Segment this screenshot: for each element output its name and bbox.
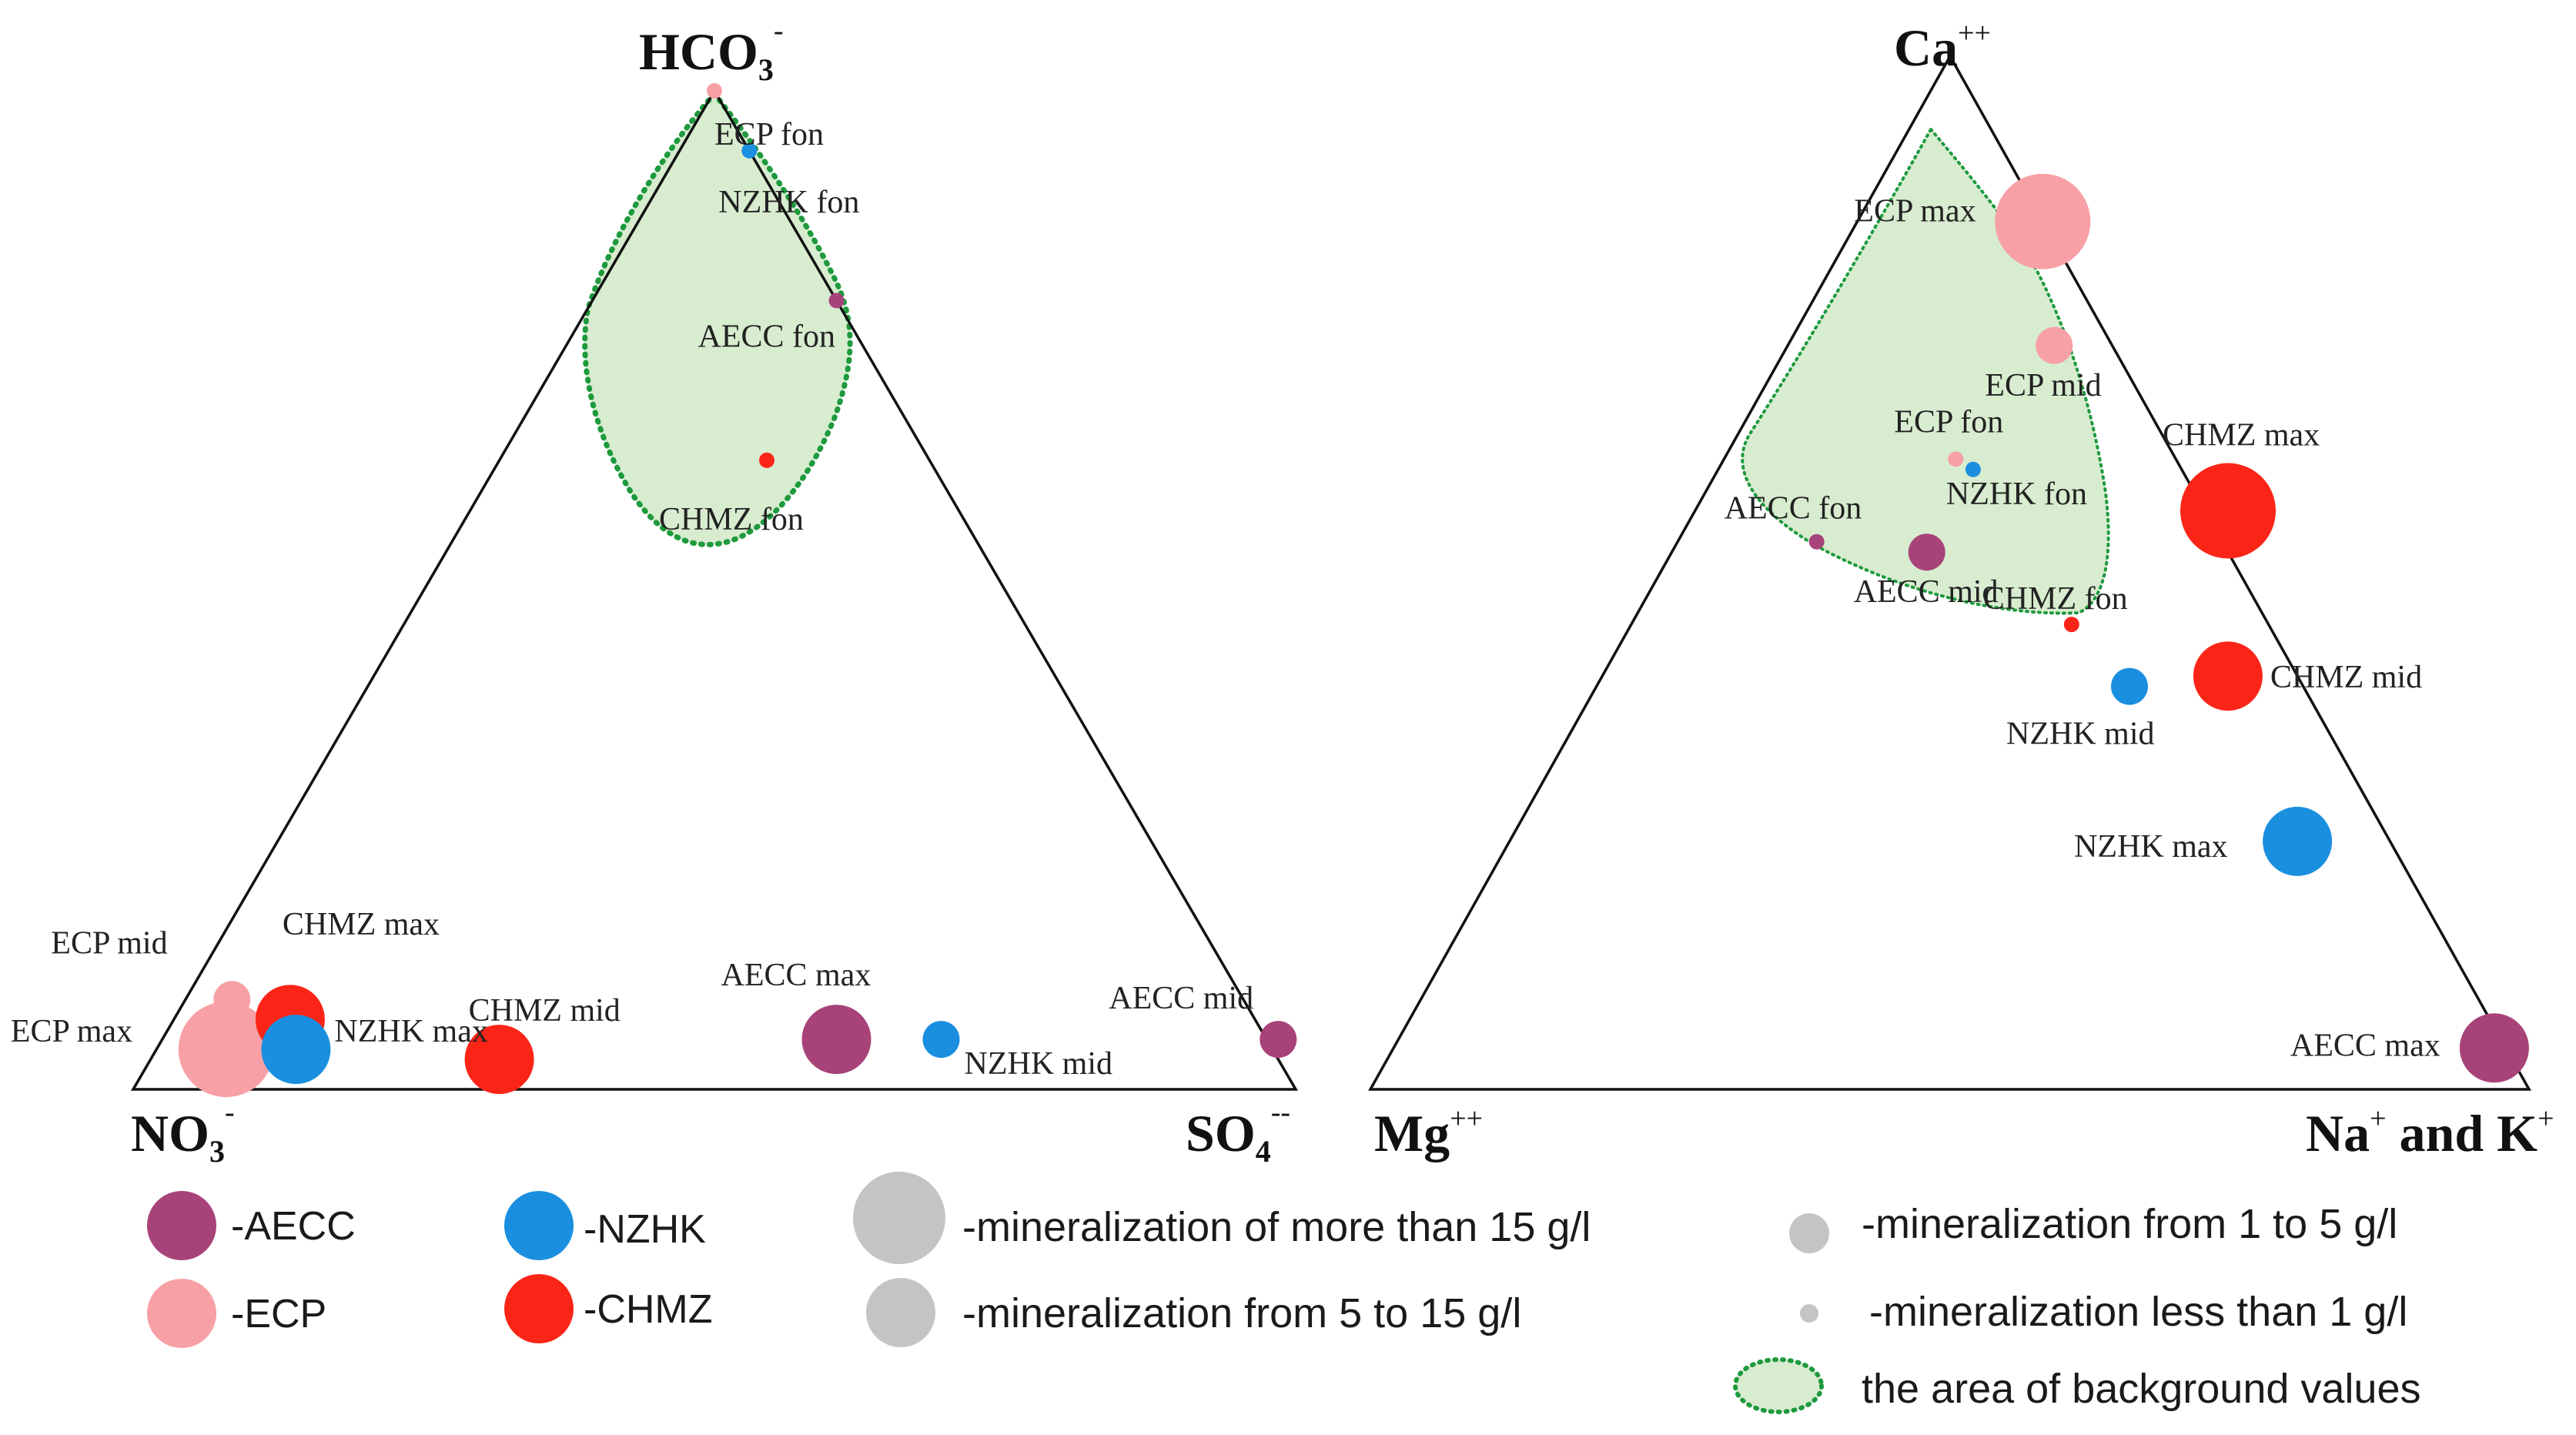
point-label-ecp-max: ECP max	[11, 1014, 132, 1049]
legend-item-aecc: -AECC	[147, 1191, 356, 1260]
point-nzhk-fon	[741, 142, 758, 159]
point-nzhk-mid	[2111, 667, 2148, 705]
point-label-ecp-max: ECP max	[1854, 194, 1975, 229]
cation-apex-left: Mg++	[1374, 1102, 1483, 1162]
anion-apex-left: NO3-	[131, 1096, 235, 1169]
point-nzhk-max	[261, 1015, 331, 1085]
anion-triangle-frame	[130, 88, 1299, 1091]
point-nzhk-max	[2263, 806, 2333, 876]
anion-background-area	[582, 89, 853, 547]
legend-size-gt15	[853, 1172, 945, 1264]
point-ecp-fon	[707, 83, 722, 99]
point-aecc-fon	[1808, 534, 1825, 550]
legend-label-mineralization-5to15: -mineralization from 5 to 15 g/l	[962, 1290, 1521, 1336]
point-label-aecc-max: AECC max	[2290, 1028, 2441, 1063]
legend-swatch-background-area	[1733, 1357, 1824, 1414]
legend-label-aecc: -AECC	[231, 1204, 356, 1249]
point-label-nzhk-fon: NZHK fon	[718, 185, 859, 220]
point-aecc-mid	[1260, 1021, 1297, 1059]
legend-item-nzhk: -NZHK	[504, 1191, 706, 1260]
cation-points	[1808, 173, 2529, 1083]
anion-points	[178, 83, 1297, 1098]
point-ecp-max	[178, 1002, 274, 1098]
point-chmz-mid	[2193, 641, 2263, 711]
point-label-chmz-max: CHMZ max	[283, 907, 440, 942]
legend-item-ecp: -ECP	[147, 1279, 326, 1348]
point-label-aecc-max: AECC max	[721, 958, 871, 993]
legend-size-5to15	[866, 1278, 935, 1347]
legend-label-mineralization-1to5: -mineralization from 1 to 5 g/l	[1862, 1201, 2397, 1247]
point-chmz-mid	[464, 1025, 534, 1095]
legend-item-mineralization-lt1: -mineralization less than 1 g/l	[1800, 1289, 2407, 1335]
point-label-nzhk-fon: NZHK fon	[1946, 477, 2087, 512]
point-aecc-mid	[1908, 534, 1945, 571]
cation-triangle-frame	[1368, 53, 2531, 1091]
point-label-chmz-fon: CHMZ fon	[1983, 581, 2128, 617]
cation-apex-right: Na+ and K+	[2306, 1102, 2554, 1162]
legend-item-mineralization-gt15: -mineralization of more than 15 g/l	[853, 1172, 1591, 1264]
point-ecp-mid	[213, 981, 251, 1019]
point-label-aecc-mid: AECC mid	[1854, 574, 1999, 610]
legend-label-chmz: -CHMZ	[584, 1287, 713, 1332]
legend-swatch-aecc	[147, 1191, 216, 1260]
anion-apex-right: SO4--	[1186, 1096, 1290, 1169]
legend-item-chmz: -CHMZ	[504, 1274, 713, 1343]
legend-item-background-area: the area of background values	[1733, 1357, 2421, 1414]
legend: -AECC -ECP -NZHK -CHMZ -mineralization o…	[147, 1172, 2421, 1414]
legend-size-1to5	[1789, 1213, 1829, 1253]
legend-label-ecp: -ECP	[231, 1292, 326, 1336]
legend-swatch-nzhk	[504, 1191, 574, 1260]
anion-apex-top: HCO3-	[639, 15, 784, 87]
point-label-ecp-fon: ECP fon	[1894, 404, 2003, 440]
legend-label-background-area: the area of background values	[1862, 1366, 2421, 1412]
legend-item-mineralization-1to5: -mineralization from 1 to 5 g/l	[1789, 1201, 2397, 1253]
point-chmz-fon	[2063, 617, 2079, 633]
point-label-ecp-mid: ECP mid	[1985, 368, 2101, 403]
point-nzhk-fon	[1965, 461, 1981, 477]
legend-label-mineralization-gt15: -mineralization of more than 15 g/l	[962, 1204, 1591, 1250]
point-label-ecp-mid: ECP mid	[51, 925, 167, 961]
point-aecc-max	[2459, 1013, 2529, 1083]
legend-item-mineralization-5to15: -mineralization from 5 to 15 g/l	[866, 1278, 1521, 1347]
cation-apex-top: Ca++	[1894, 17, 1991, 77]
legend-label-nzhk: -NZHK	[584, 1207, 706, 1252]
point-label-chmz-mid: CHMZ mid	[2270, 660, 2422, 695]
point-label-nzhk-max: NZHK max	[334, 1014, 487, 1049]
point-aecc-max	[801, 1005, 871, 1075]
point-nzhk-mid	[922, 1021, 960, 1059]
point-label-nzhk-mid: NZHK mid	[965, 1046, 1113, 1082]
legend-size-lt1	[1800, 1304, 1818, 1323]
point-label-ecp-fon: ECP fon	[714, 117, 824, 152]
point-label-nzhk-max: NZHK max	[2074, 829, 2227, 865]
legend-swatch-chmz	[504, 1274, 574, 1343]
point-label-chmz-fon: CHMZ fon	[659, 502, 804, 537]
point-label-nzhk-mid: NZHK mid	[2006, 717, 2155, 752]
point-label-chmz-max: CHMZ max	[2163, 418, 2320, 453]
point-label-aecc-mid: AECC mid	[1109, 981, 1253, 1016]
legend-label-mineralization-lt1: -mineralization less than 1 g/l	[1869, 1289, 2407, 1335]
legend-swatch-ecp	[147, 1279, 216, 1348]
point-chmz-fon	[759, 452, 774, 468]
point-ecp-max	[1995, 173, 2091, 269]
point-label-chmz-mid: CHMZ mid	[469, 993, 621, 1029]
point-label-aecc-fon: AECC fon	[1725, 491, 1862, 527]
point-aecc-fon	[828, 293, 845, 309]
point-chmz-max	[2180, 463, 2276, 559]
point-ecp-fon	[1948, 451, 1964, 467]
point-ecp-mid	[2036, 326, 2073, 364]
point-label-aecc-fon: AECC fon	[698, 319, 836, 354]
